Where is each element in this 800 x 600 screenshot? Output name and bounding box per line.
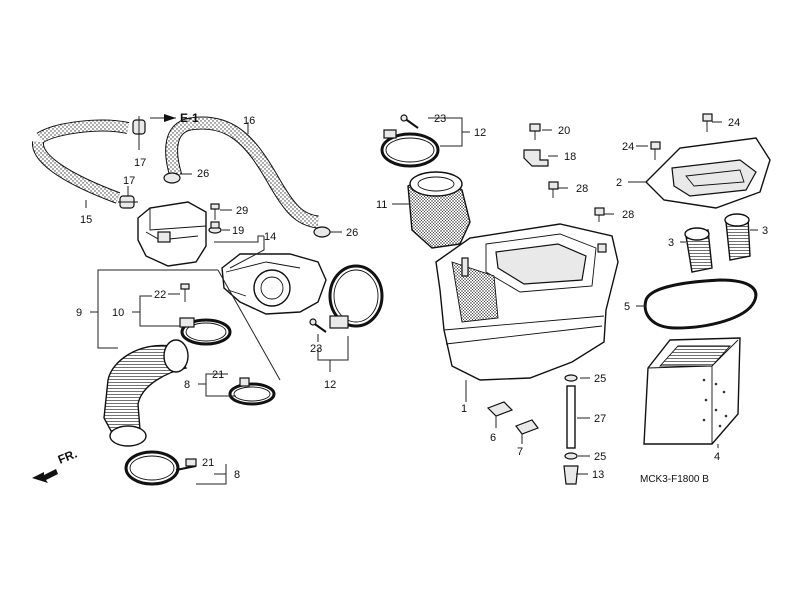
callout-12-left: 12	[324, 379, 336, 391]
callout-4: 4	[714, 451, 720, 463]
callout-23-top: 23	[434, 113, 446, 125]
callout-18: 18	[564, 151, 576, 163]
callout-6: 6	[490, 432, 496, 444]
washer-19	[208, 221, 222, 234]
intake-duct	[221, 253, 327, 315]
band-8-lower	[124, 450, 197, 486]
callout-29: 29	[236, 205, 248, 217]
callout-8-middle: 8	[184, 379, 190, 391]
screw-24-right	[702, 113, 713, 132]
callout-5: 5	[624, 301, 630, 313]
callout-7: 7	[517, 446, 523, 458]
callout-8-lower: 8	[234, 469, 240, 481]
band-12-top	[380, 129, 440, 168]
callout-1: 1	[461, 403, 467, 415]
callout-21-middle: 21	[212, 369, 224, 381]
callout-15: 15	[80, 214, 92, 226]
hose-16	[165, 116, 320, 229]
callout-12-top: 12	[474, 127, 486, 139]
callout-26-upper: 26	[197, 168, 209, 180]
bolt-28-lower	[594, 207, 605, 222]
callout-24-right: 24	[728, 117, 740, 129]
callout-10: 10	[112, 307, 124, 319]
bolt-20	[529, 123, 541, 140]
grommet-3-right	[724, 213, 751, 261]
connecting-tube	[103, 339, 189, 447]
front-label: FR.	[56, 447, 79, 467]
ref-arrow	[164, 114, 176, 122]
bolt-28-upper	[548, 181, 559, 198]
band-10	[179, 317, 232, 346]
callout-19: 19	[232, 225, 244, 237]
callout-14: 14	[264, 231, 276, 243]
breather-separator	[137, 201, 207, 267]
clip-26-upper	[163, 172, 181, 184]
callout-labels: E-1 16 17 17 26 15 29 19 14 26 22 9 10 2…	[56, 111, 768, 485]
plate-6	[486, 401, 514, 417]
ref-e1-label: E-1	[180, 111, 199, 125]
callout-11: 11	[376, 199, 387, 211]
hose-15	[32, 119, 130, 204]
seal-5	[643, 278, 758, 330]
callout-23-left: 23	[310, 343, 322, 355]
screw-24-left	[650, 141, 661, 160]
grommet-3-left	[684, 227, 713, 273]
band-8-middle	[228, 377, 276, 406]
callout-25-upper: 25	[594, 373, 606, 385]
callout-20: 20	[558, 125, 570, 137]
callout-9: 9	[76, 307, 82, 319]
clip-17-lower	[118, 195, 138, 209]
callout-25-lower: 25	[594, 451, 606, 463]
callout-21-lower: 21	[202, 457, 214, 469]
bracket-18	[523, 149, 549, 167]
callout-3-left: 3	[668, 237, 674, 249]
clip-26-lower	[313, 226, 331, 238]
callout-28-upper: 28	[576, 183, 588, 195]
callout-13: 13	[592, 469, 604, 481]
callout-26-lower: 26	[346, 227, 358, 239]
callout-22: 22	[154, 289, 166, 301]
air-element-4	[643, 337, 741, 445]
callout-16: 16	[243, 115, 255, 127]
bolt-29	[210, 203, 220, 220]
callout-2: 2	[616, 177, 622, 189]
callout-17-upper: 17	[134, 157, 146, 169]
callout-24-left: 24	[622, 141, 634, 153]
callout-3-right: 3	[762, 225, 768, 237]
bolt-22	[180, 283, 190, 302]
cover-2	[645, 137, 771, 209]
screw-23-top	[400, 114, 419, 129]
air-cleaner-case	[435, 223, 619, 381]
clip-17-upper	[132, 116, 146, 138]
screw-23-left	[309, 318, 327, 333]
drawing-code: MCK3-F1800 B	[640, 474, 709, 485]
drain-tube-27	[563, 374, 579, 485]
callout-27: 27	[594, 413, 606, 425]
front-arrow	[32, 469, 58, 483]
leader-lines	[85, 117, 758, 485]
band-12-left	[328, 264, 384, 329]
plate-7	[515, 419, 539, 435]
callout-28-lower: 28	[622, 209, 634, 221]
callout-17-lower: 17	[123, 175, 135, 187]
intake-funnel-11	[407, 171, 471, 249]
